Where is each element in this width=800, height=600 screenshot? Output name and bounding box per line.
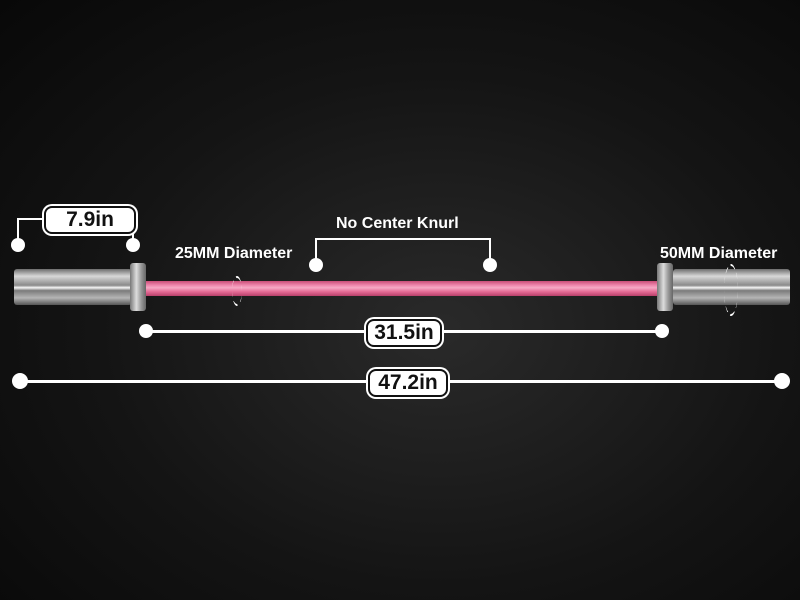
left-collar [130,263,146,311]
rotation-arrow-icon [724,264,738,316]
left-sleeve [14,269,132,305]
shaft-length-label: 31.5in [366,319,442,347]
total-length-label: 47.2in [368,369,448,397]
right-collar [657,263,673,311]
rotation-arrow-icon [232,276,242,306]
sleeve-length-label: 7.9in [44,206,136,234]
shaft-diameter-text: 25MM Diameter [175,245,293,262]
pink-shaft [146,281,658,296]
sleeve-diameter-text: 50MM Diameter [660,245,778,262]
center-knurl-text: No Center Knurl [336,215,459,232]
